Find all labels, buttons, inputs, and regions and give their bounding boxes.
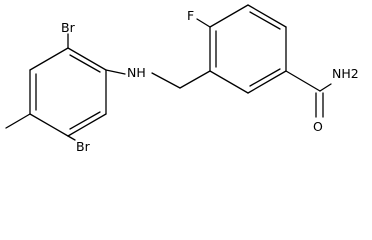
bond-ring-to-nh — [105, 69, 126, 75]
bond — [67, 47, 107, 71]
bond-to-br-bottom — [67, 135, 76, 141]
atom-label-nh2: NH2 — [332, 66, 359, 81]
right-benzene-ring — [209, 4, 287, 94]
atom-label-br-bottom: Br — [76, 139, 91, 154]
double-bond-inner — [69, 111, 101, 130]
bond — [209, 4, 249, 28]
bond — [29, 113, 69, 137]
bond-ch2-to-ring — [179, 70, 211, 89]
bond — [247, 4, 287, 28]
bond — [209, 70, 249, 94]
chemical-structure-diagram: Br Br NH F NH2 O — [5, 4, 359, 154]
double-bond-inner — [249, 68, 281, 87]
bond-to-methyl — [5, 113, 31, 129]
bond-ring-to-carbonyl — [285, 70, 321, 92]
double-bond-inner — [249, 11, 281, 30]
bond-nh-to-ch2 — [151, 72, 181, 89]
left-benzene-ring — [29, 47, 107, 137]
bond-to-f — [196, 18, 211, 28]
bond-carbonyl-to-nh2 — [319, 83, 332, 92]
atom-label-br-top: Br — [61, 20, 76, 35]
atom-label-o: O — [313, 119, 323, 134]
atom-label-nh: NH — [127, 65, 146, 80]
bond — [29, 47, 69, 71]
double-bond-inner — [69, 54, 101, 73]
atom-label-f: F — [187, 8, 194, 23]
bond — [247, 70, 287, 94]
bond — [67, 113, 107, 137]
